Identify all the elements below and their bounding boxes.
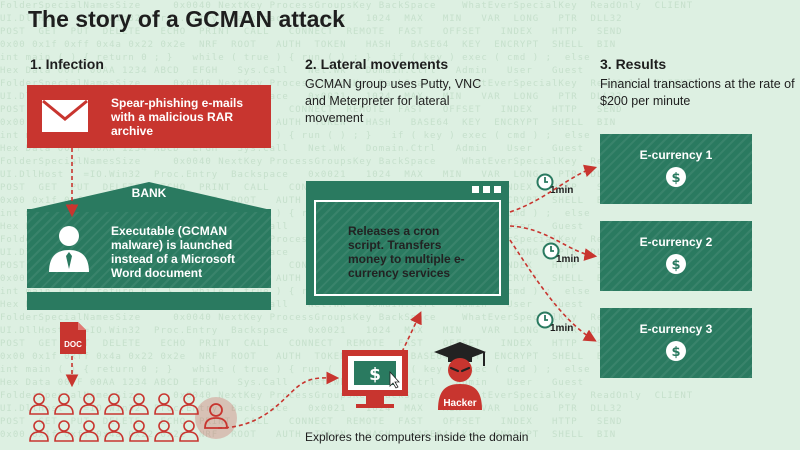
e-currency-2-label: E-currency 2 xyxy=(639,235,713,249)
bank-roof xyxy=(27,182,271,212)
coin-icon: $ xyxy=(666,341,686,361)
timer-3: 1min xyxy=(536,311,573,334)
arrow-hacker-to-server xyxy=(401,311,422,353)
e-currency-1-box: E-currency 1 $ xyxy=(600,134,752,204)
e-currency-2-box: E-currency 2 $ xyxy=(600,221,752,291)
hacker-computer-icon: $ xyxy=(342,350,408,408)
doc-label: DOC xyxy=(64,340,82,349)
arrow-user-to-hacker xyxy=(217,371,340,429)
employee-row-1 xyxy=(29,393,199,415)
svg-text:$: $ xyxy=(671,345,680,360)
window-controls xyxy=(472,186,501,193)
results-description: Financial transactions at the rate of $2… xyxy=(600,77,795,108)
employees-group-icon xyxy=(29,393,199,442)
employee-row-2 xyxy=(29,420,199,442)
arrow-server-to-ecurrency-2 xyxy=(509,225,598,261)
timer-label: 1min xyxy=(550,185,574,196)
hacker-label: Hacker xyxy=(443,398,477,409)
coin-icon: $ xyxy=(666,254,686,274)
compromised-user-icon xyxy=(195,397,237,439)
cron-script-text: Releases a cron script. Transfers money … xyxy=(348,224,465,280)
e-currency-3-box: E-currency 3 $ xyxy=(600,308,752,378)
envelope-icon xyxy=(42,99,88,132)
timer-label: 1min xyxy=(550,323,574,334)
timer-2: 1min xyxy=(542,242,579,265)
bank-label: BANK xyxy=(131,186,167,200)
hacker-icon xyxy=(434,342,486,410)
window-button-icon xyxy=(472,186,479,193)
document-icon xyxy=(60,322,86,354)
clock-icon xyxy=(542,242,560,260)
timer-label: 1min xyxy=(556,254,580,265)
bank-body: Executable (GCMAN malware) is launched i… xyxy=(27,212,271,288)
window-button-icon xyxy=(494,186,501,193)
user-icon xyxy=(49,226,89,272)
lateral-heading: 2. Lateral movements xyxy=(305,56,449,72)
server-screen: Releases a cron script. Transfers money … xyxy=(314,200,501,296)
svg-text:$: $ xyxy=(671,171,680,186)
spear-phishing-email-box: Spear-phishing e-mails with a malicious … xyxy=(27,85,271,148)
svg-text:$: $ xyxy=(671,258,680,273)
results-heading: 3. Results xyxy=(600,56,667,72)
page-title: The story of a GCMAN attack xyxy=(28,6,345,32)
window-button-icon xyxy=(483,186,490,193)
lateral-description: GCMAN group uses Putty, VNC and Meterpre… xyxy=(305,77,482,125)
bank-text: Executable (GCMAN malware) is launched i… xyxy=(111,224,236,280)
e-currency-1-label: E-currency 1 xyxy=(639,148,713,162)
coin-icon: $ xyxy=(666,167,686,187)
arrow-server-to-ecurrency-1 xyxy=(509,164,598,213)
clock-icon xyxy=(536,173,554,191)
infection-heading: 1. Infection xyxy=(30,56,104,72)
email-text: Spear-phishing e-mails with a malicious … xyxy=(111,96,244,138)
bank-base xyxy=(27,292,271,310)
arrow-server-to-ecurrency-3 xyxy=(509,239,597,342)
timer-1: 1min xyxy=(536,173,573,196)
svg-text:$: $ xyxy=(369,365,381,385)
e-currency-3-label: E-currency 3 xyxy=(639,322,713,336)
server-window: Releases a cron script. Transfers money … xyxy=(306,181,509,305)
clock-icon xyxy=(536,311,554,329)
explore-text: Explores the computers inside the domain xyxy=(305,430,529,444)
